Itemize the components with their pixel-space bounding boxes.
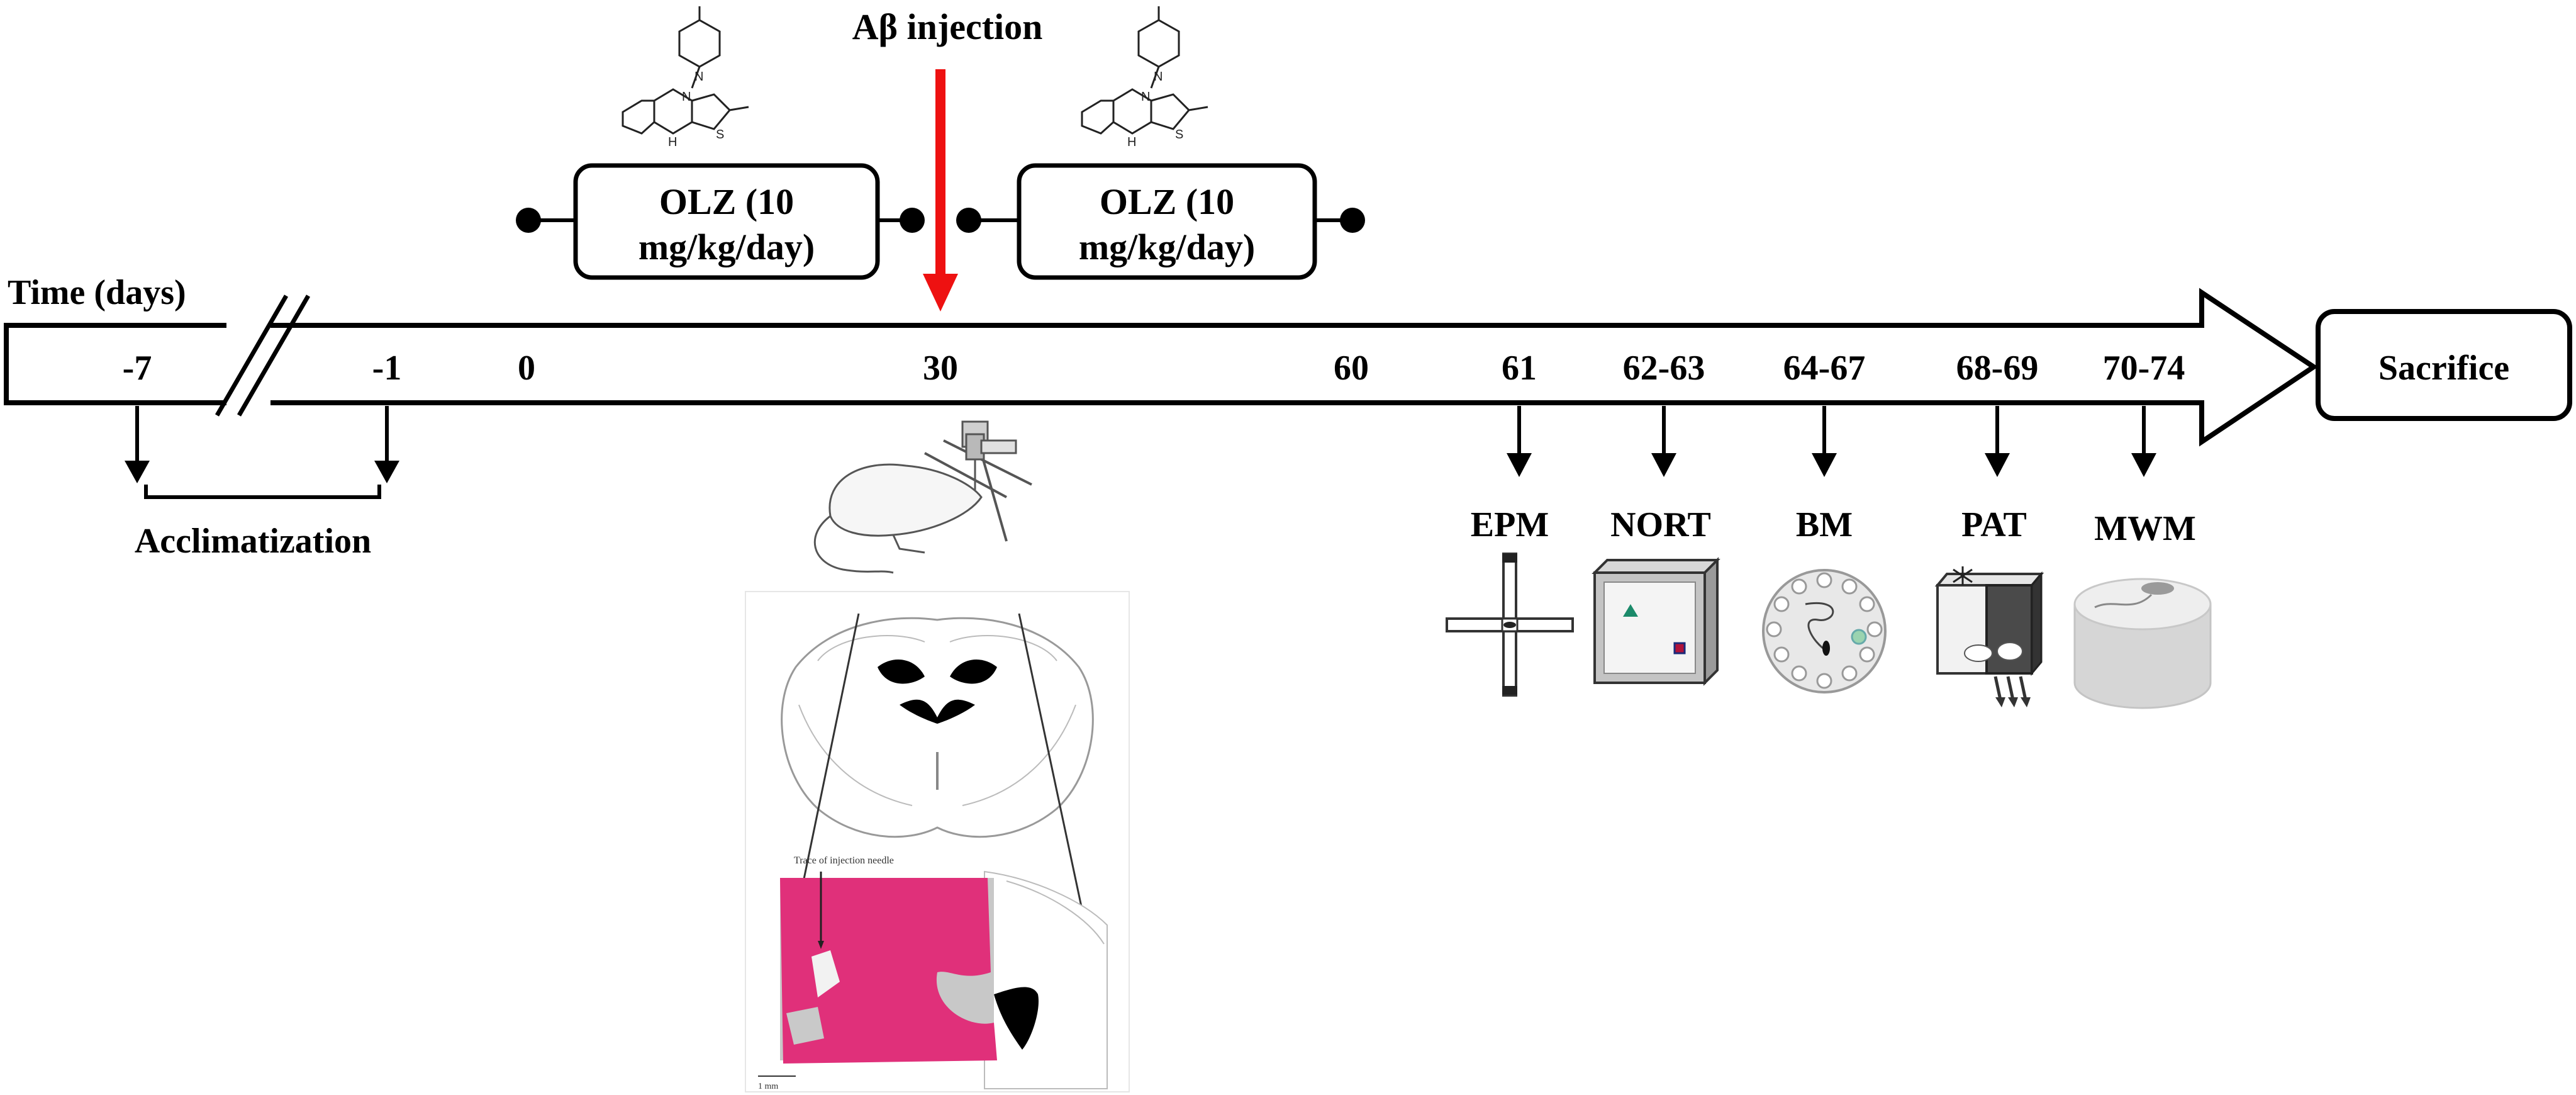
svg-text:N: N bbox=[682, 90, 691, 104]
sacrifice-box: Sacrifice bbox=[2316, 309, 2572, 421]
morris-water-maze-icon bbox=[2073, 578, 2212, 709]
test-label-epm: EPM bbox=[1471, 505, 1549, 544]
svg-text:N: N bbox=[1141, 90, 1150, 104]
tick-label: 68-69 bbox=[1956, 349, 2039, 388]
barnes-maze-icon bbox=[1762, 569, 1887, 694]
time-axis-label: Time (days) bbox=[8, 273, 186, 312]
treatment-period-1: OLZ (10 mg/kg/day) bbox=[516, 163, 925, 280]
injection-arrow bbox=[923, 69, 958, 312]
test-label-bm: BM bbox=[1796, 505, 1853, 544]
tick-label: 64-67 bbox=[1783, 349, 1866, 388]
test-label-mwm: MWM bbox=[2094, 509, 2196, 548]
histology-annotation: Trace of injection needle bbox=[794, 855, 894, 866]
olanzapine-structure-icon: H N N S bbox=[1081, 6, 1208, 149]
brain-section-icon: Trace of injection needle 1 mm bbox=[745, 591, 1130, 1092]
axis-break bbox=[215, 295, 311, 417]
test-label-pat: PAT bbox=[1961, 505, 2027, 544]
svg-text:S: S bbox=[1175, 128, 1183, 142]
scale-bar-label: 1 mm bbox=[758, 1082, 778, 1091]
stereotaxic-rat-icon bbox=[813, 420, 1032, 574]
tick-label: 0 bbox=[518, 349, 535, 388]
treatment-line2: mg/kg/day) bbox=[1079, 227, 1255, 267]
svg-text:S: S bbox=[716, 128, 724, 142]
novel-object-box-icon bbox=[1592, 557, 1720, 686]
tick-label: 60 bbox=[1334, 349, 1369, 388]
treatment-line2: mg/kg/day) bbox=[638, 227, 815, 267]
acclimatization-label: Acclimatization bbox=[135, 522, 371, 561]
svg-text:H: H bbox=[668, 135, 677, 149]
treatment-period-2: OLZ (10 mg/kg/day) bbox=[956, 163, 1365, 280]
timeline-arrow bbox=[4, 288, 2319, 447]
tick-label: -7 bbox=[123, 349, 152, 388]
tick-label: 30 bbox=[923, 349, 958, 388]
tick-labels: -7 -1 0 30 60 61 62-63 64-67 68-69 70-74 bbox=[123, 349, 2185, 388]
svg-text:N: N bbox=[694, 70, 703, 84]
treatment-line1: OLZ (10 bbox=[1100, 181, 1234, 222]
test-label-nort: NORT bbox=[1610, 505, 1711, 544]
tick-label: -1 bbox=[372, 349, 402, 388]
sacrifice-label: Sacrifice bbox=[2378, 349, 2509, 388]
test-arrows bbox=[1507, 406, 2156, 477]
passive-avoidance-box-icon bbox=[1934, 566, 2044, 707]
tick-label: 61 bbox=[1502, 349, 1537, 388]
tick-label: 62-63 bbox=[1623, 349, 1705, 388]
injection-label: Aβ injection bbox=[852, 6, 1043, 47]
svg-text:N: N bbox=[1154, 70, 1163, 84]
olanzapine-structure-icon: H N N S bbox=[622, 6, 749, 149]
treatment-line1: OLZ (10 bbox=[659, 181, 794, 222]
svg-text:H: H bbox=[1127, 135, 1136, 149]
acclimatization-bracket bbox=[125, 406, 399, 499]
tick-label: 70-74 bbox=[2103, 349, 2185, 388]
elevated-plus-maze-icon bbox=[1446, 553, 1574, 697]
